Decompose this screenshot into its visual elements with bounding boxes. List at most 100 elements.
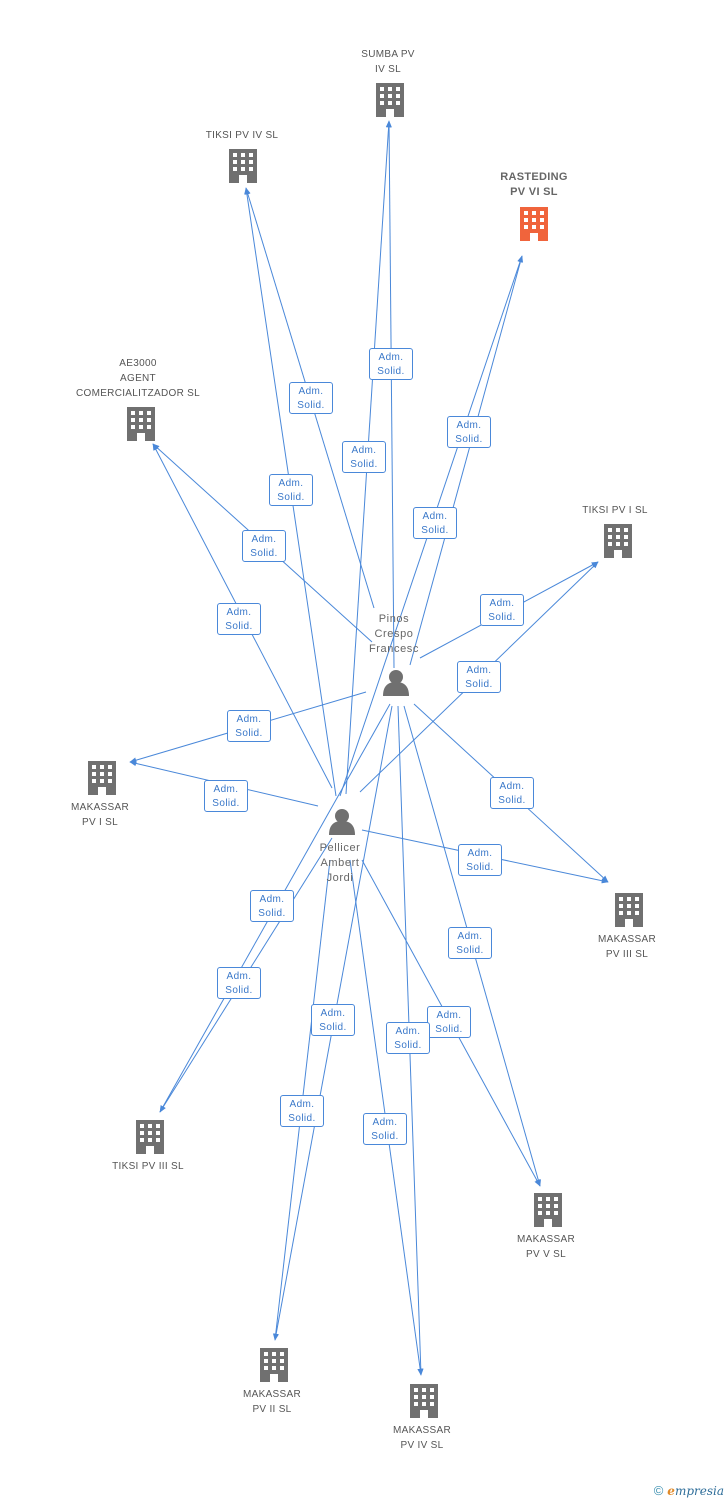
- relation-label-pellicer-mak4[interactable]: Adm. Solid.: [386, 1022, 430, 1054]
- building-icon-sumba[interactable]: [376, 83, 404, 117]
- node-label-mak5[interactable]: MAKASSAR PV V SL: [517, 1234, 575, 1260]
- footer-brand: ©empresia: [654, 1483, 724, 1498]
- relation-type: Solid.: [421, 525, 449, 536]
- relation-type: Solid.: [235, 728, 263, 739]
- building-icon-mak2[interactable]: [260, 1348, 288, 1382]
- relation-role: Adm.: [467, 848, 493, 859]
- relation-type: Solid.: [435, 1024, 463, 1035]
- brand-initial: e: [667, 1484, 675, 1498]
- node-label-mak1[interactable]: MAKASSAR PV I SL: [71, 802, 129, 828]
- relation-type: Solid.: [465, 679, 493, 690]
- relation-label-pellicer-mak3[interactable]: Adm. Solid.: [458, 844, 502, 876]
- relation-type: Solid.: [455, 434, 483, 445]
- relation-label-pinos-mak1[interactable]: Adm. Solid.: [227, 710, 271, 742]
- node-label-sumba[interactable]: SUMBA PV IV SL: [361, 49, 415, 75]
- node-label-mak4[interactable]: MAKASSAR PV IV SL: [393, 1425, 451, 1451]
- relation-type: Solid.: [394, 1040, 422, 1051]
- relation-role: Adm.: [457, 931, 483, 942]
- relation-role: Adm.: [213, 784, 239, 795]
- node-label-tiksi3[interactable]: TIKSI PV III SL: [112, 1161, 184, 1172]
- relation-role: Adm.: [298, 386, 324, 397]
- building-icon-mak5[interactable]: [534, 1193, 562, 1227]
- node-label-pellicer[interactable]: Pellicer Ambert Jordi: [319, 842, 361, 884]
- relation-role: Adm.: [395, 1026, 421, 1037]
- relation-role: Adm.: [320, 1008, 346, 1019]
- relation-label-pinos-mak5[interactable]: Adm. Solid.: [448, 927, 492, 959]
- node-label-tiksi4[interactable]: TIKSI PV IV SL: [205, 130, 279, 141]
- relation-role: Adm.: [489, 598, 515, 609]
- relation-label-pinos-mak2[interactable]: Adm. Solid.: [280, 1095, 324, 1127]
- relation-role: Adm.: [251, 534, 277, 545]
- node-label-rasteding[interactable]: RASTEDING PV VI SL: [500, 171, 568, 198]
- relation-label-pellicer-ae3000[interactable]: Adm. Solid.: [217, 603, 261, 635]
- relation-role: Adm.: [378, 352, 404, 363]
- building-icon-mak3[interactable]: [615, 893, 643, 927]
- building-icon-ae3000[interactable]: [127, 407, 155, 441]
- relation-label-pinos-tiksi3[interactable]: Adm. Solid.: [250, 890, 294, 922]
- relation-label-pellicer-mak1[interactable]: Adm. Solid.: [204, 780, 248, 812]
- relation-role: Adm.: [289, 1099, 315, 1110]
- building-icon-tiksi3[interactable]: [136, 1120, 164, 1154]
- relation-label-pinos-sumba[interactable]: Adm. Solid.: [369, 348, 413, 380]
- relation-label-pellicer-mak5[interactable]: Adm. Solid.: [427, 1006, 471, 1038]
- relation-type: Solid.: [225, 985, 253, 996]
- relation-type: Solid.: [466, 862, 494, 873]
- building-icon-mak1[interactable]: [88, 761, 116, 795]
- relation-role: Adm.: [351, 445, 377, 456]
- building-icon-tiksi4[interactable]: [229, 149, 257, 183]
- relation-type: Solid.: [319, 1022, 347, 1033]
- relation-label-pinos-ae3000[interactable]: Adm. Solid.: [242, 530, 286, 562]
- edge-pinos-sumba: [386, 120, 395, 669]
- relation-label-pellicer-mak2[interactable]: Adm. Solid.: [311, 1004, 355, 1036]
- building-icon-rasteding[interactable]: [520, 207, 548, 241]
- relation-label-pinos-tiksi1[interactable]: Adm. Solid.: [480, 594, 524, 626]
- relation-role: Adm.: [372, 1117, 398, 1128]
- relation-type: Solid.: [488, 612, 516, 623]
- relation-role: Adm.: [456, 420, 482, 431]
- relation-type: Solid.: [456, 945, 484, 956]
- relation-label-pellicer-rasteding[interactable]: Adm. Solid.: [447, 416, 491, 448]
- relation-label-pellicer-tiksi4[interactable]: Adm. Solid.: [269, 474, 313, 506]
- brand-name: mpresia: [674, 1484, 724, 1498]
- relation-role: Adm.: [236, 714, 262, 725]
- node-label-pinos[interactable]: Pinos Crespo Francesc: [368, 613, 420, 655]
- relation-role: Adm.: [499, 781, 525, 792]
- relation-type: Solid.: [212, 798, 240, 809]
- building-icon-mak4[interactable]: [410, 1384, 438, 1418]
- person-icon-pellicer[interactable]: [329, 809, 355, 835]
- relation-role: Adm.: [226, 971, 252, 982]
- relation-label-pinos-rasteding[interactable]: Adm. Solid.: [413, 507, 457, 539]
- relation-role: Adm.: [466, 665, 492, 676]
- node-label-tiksi1[interactable]: TIKSI PV I SL: [582, 505, 648, 516]
- relation-type: Solid.: [377, 366, 405, 377]
- relation-type: Solid.: [258, 908, 286, 919]
- node-label-ae3000[interactable]: AE3000 AGENT COMERCIALITZADOR SL: [75, 358, 201, 399]
- relation-type: Solid.: [371, 1131, 399, 1142]
- building-icon-tiksi1[interactable]: [604, 524, 632, 558]
- relation-label-pinos-mak4[interactable]: Adm. Solid.: [363, 1113, 407, 1145]
- node-label-mak2[interactable]: MAKASSAR PV II SL: [243, 1389, 301, 1415]
- relation-role: Adm.: [226, 607, 252, 618]
- relation-role: Adm.: [259, 894, 285, 905]
- relation-role: Adm.: [436, 1010, 462, 1021]
- brand-logo: empresia: [667, 1484, 724, 1498]
- copyright-symbol: ©: [653, 1483, 664, 1498]
- relation-label-pinos-mak3[interactable]: Adm. Solid.: [490, 777, 534, 809]
- relation-label-pellicer-tiksi3[interactable]: Adm. Solid.: [217, 967, 261, 999]
- node-label-mak3[interactable]: MAKASSAR PV III SL: [598, 934, 656, 960]
- relation-label-pinos-tiksi4[interactable]: Adm. Solid.: [289, 382, 333, 414]
- edge-pinos-rasteding: [409, 255, 524, 666]
- relation-type: Solid.: [225, 621, 253, 632]
- relation-type: Solid.: [277, 492, 305, 503]
- relation-label-pellicer-tiksi1[interactable]: Adm. Solid.: [457, 661, 501, 693]
- relation-role: Adm.: [278, 478, 304, 489]
- relation-type: Solid.: [250, 548, 278, 559]
- relation-role: Adm.: [422, 511, 448, 522]
- relation-label-pellicer-sumba[interactable]: Adm. Solid.: [342, 441, 386, 473]
- relation-type: Solid.: [498, 795, 526, 806]
- relation-type: Solid.: [350, 459, 378, 470]
- person-icon-pinos[interactable]: [383, 670, 409, 696]
- relation-type: Solid.: [288, 1113, 316, 1124]
- relation-type: Solid.: [297, 400, 325, 411]
